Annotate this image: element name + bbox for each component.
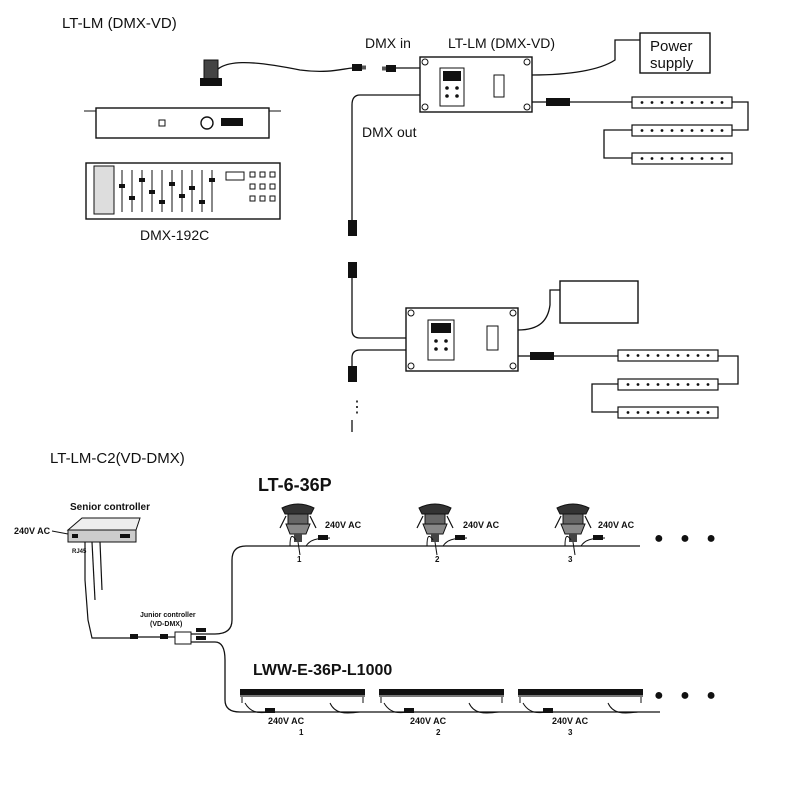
junior-controller: [130, 628, 206, 645]
dmx-in-socket: [382, 65, 396, 72]
row1-unit1-number: 1: [297, 555, 302, 564]
row1-unit2-number: 2: [435, 555, 440, 564]
junior-controller-label-line1: Junior controller: [140, 612, 196, 619]
dmx-console: [84, 107, 281, 220]
dmx-out-label: DMX out: [362, 124, 417, 140]
row2-unit1-number: 1: [299, 728, 304, 737]
junior-controller-label-line2: (VD-DMX): [150, 621, 182, 628]
row2-fixture-3: [517, 688, 644, 714]
row1-unit2-ac: 240V AC: [463, 520, 500, 530]
row2-more-indicator: ● ● ●: [654, 687, 722, 704]
row1-fixture-2: [416, 503, 468, 556]
row1-fixture-3: [554, 503, 606, 556]
row2-unit2-ac: 240V AC: [410, 716, 447, 726]
converter-module-1: [419, 56, 533, 113]
row1-fixture-1: [279, 503, 331, 556]
power-supply-label-line2: supply: [650, 55, 694, 72]
dmx-out-plug-2: [348, 366, 357, 382]
console-label: DMX-192C: [140, 227, 209, 243]
power-supply-label-line1: Power: [650, 38, 693, 55]
led-bar-1a: [631, 96, 733, 109]
dmx-out-cable: [351, 94, 420, 220]
row1-unit3-number: 3: [568, 555, 573, 564]
senior-controller-label: Senior controller: [70, 502, 150, 513]
senior-ac-label: 240V AC: [14, 526, 51, 536]
rj45-label: RJ45: [72, 549, 87, 555]
power-supply-box-2: [559, 280, 639, 324]
top-section-title: LT-LM (DMX-VD): [62, 15, 177, 32]
led-bar-1b: [631, 124, 733, 137]
led-bar-2a: [617, 349, 719, 362]
dmx-input-cable: [211, 61, 354, 81]
row2-fixture-label: LWW-E-36P-L1000: [253, 662, 392, 679]
xlr-connector-top: [200, 59, 222, 86]
power-supply-box: [639, 32, 711, 74]
dmx-link-socket: [348, 262, 357, 278]
continuation-dots: ⋮: [349, 399, 365, 416]
row2-unit3-ac: 240V AC: [552, 716, 589, 726]
module-label: LT-LM (DMX-VD): [448, 35, 555, 51]
row1-more-indicator: ● ● ●: [654, 530, 722, 547]
row1-unit3-ac: 240V AC: [598, 520, 635, 530]
row2-unit1-ac: 240V AC: [268, 716, 305, 726]
dmx-in-label: DMX in: [365, 35, 411, 51]
led-bar-1c: [631, 152, 733, 165]
row1-unit1-ac: 240V AC: [325, 520, 362, 530]
row2-unit3-number: 3: [568, 728, 573, 737]
row2-fixture-1: [239, 688, 366, 714]
dmx-out-plug: [348, 220, 357, 236]
led-bar-2c: [617, 406, 719, 419]
dmx-in-plug: [352, 64, 366, 71]
bottom-section-title: LT-LM-C2(VD-DMX): [50, 450, 185, 467]
row1-bus-cable: [191, 545, 640, 635]
converter-module-2: [405, 307, 519, 372]
row2-unit2-number: 2: [436, 728, 441, 737]
output-connector-2: [530, 352, 554, 360]
senior-controller: [66, 517, 141, 543]
output-connector-1: [546, 98, 570, 106]
row2-fixture-2: [378, 688, 505, 714]
led-bar-2b: [617, 378, 719, 391]
row2-bus-cable: [191, 641, 660, 713]
row1-fixture-label: LT-6-36P: [258, 475, 332, 495]
